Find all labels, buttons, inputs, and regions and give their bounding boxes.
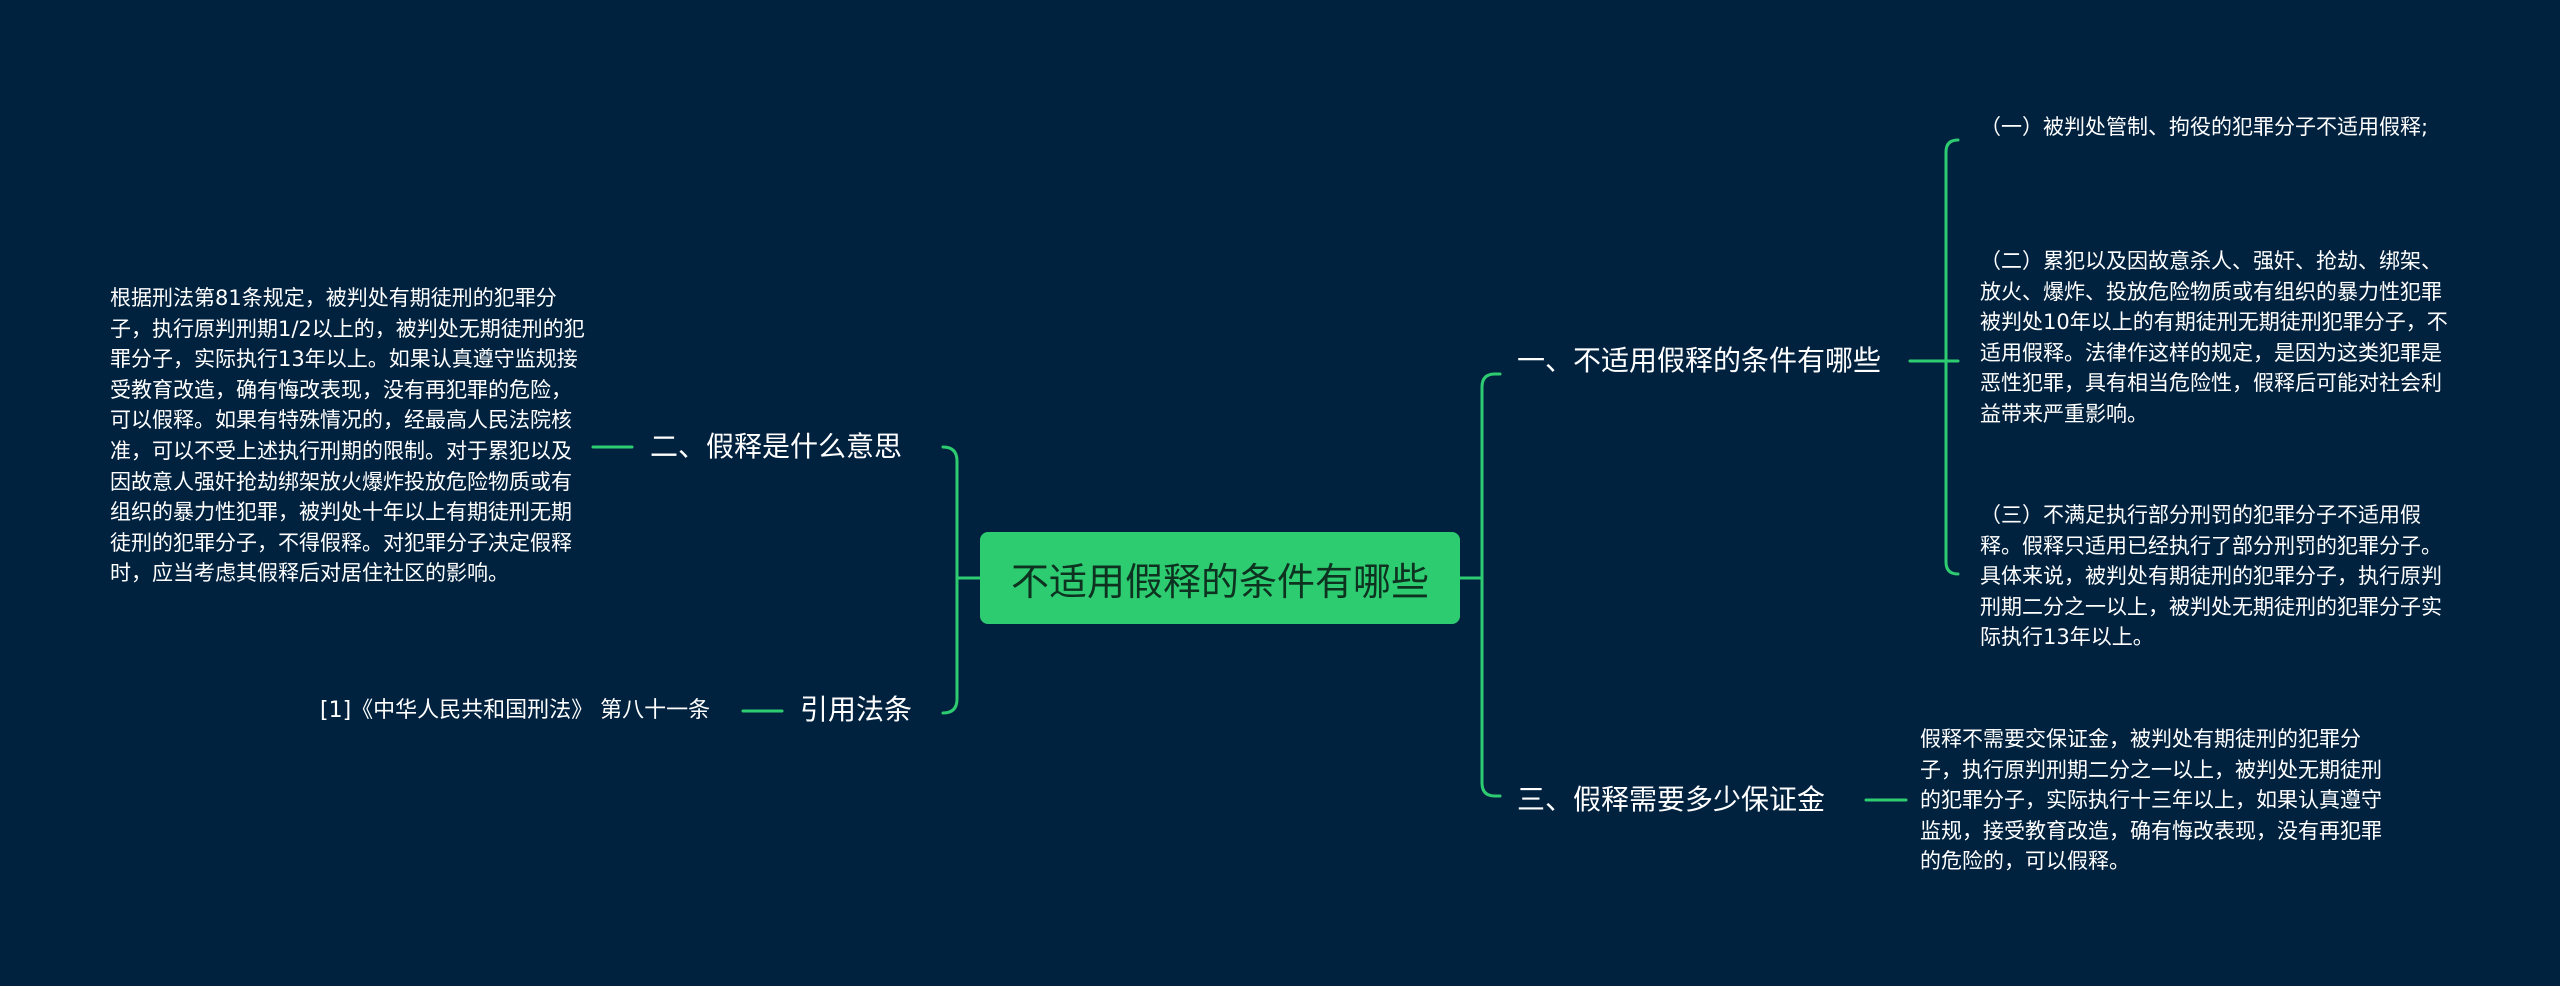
- leaf-meaning-text: 根据刑法第81条规定，被判处有期徒刑的犯罪分子，执行原判刑期1/2以上的，被判处…: [110, 286, 585, 586]
- leaf-condition-2: （二）累犯以及因故意杀人、强奸、抢劫、绑架、放火、爆炸、投放危险物质或有组织的暴…: [1980, 246, 2450, 430]
- root-topic-label: 不适用假释的条件有哪些: [1010, 559, 1429, 604]
- branch-law-reference-label: 引用法条: [800, 693, 913, 726]
- leaf-condition-3: （三）不满足执行部分刑罚的犯罪分子不适用假释。假释只适用已经执行了部分刑罚的犯罪…: [1980, 500, 2450, 653]
- branch-conditions[interactable]: 一、不适用假释的条件有哪些: [1517, 343, 1881, 379]
- branch-meaning[interactable]: 二、假释是什么意思: [650, 429, 902, 465]
- leaf-meaning: 根据刑法第81条规定，被判处有期徒刑的犯罪分子，执行原判刑期1/2以上的，被判处…: [110, 283, 586, 589]
- root-topic[interactable]: 不适用假释的条件有哪些: [980, 532, 1460, 624]
- branch-bail-label: 三、假释需要多少保证金: [1517, 783, 1826, 816]
- leaf-condition-1-text: （一）被判处管制、拘役的犯罪分子不适用假释;: [1980, 115, 2429, 139]
- leaf-condition-3-text: （三）不满足执行部分刑罚的犯罪分子不适用假释。假释只适用已经执行了部分刑罚的犯罪…: [1980, 503, 2442, 650]
- branch-law-reference[interactable]: 引用法条: [800, 692, 912, 728]
- branch-conditions-label: 一、不适用假释的条件有哪些: [1517, 344, 1882, 377]
- branch-meaning-label: 二、假释是什么意思: [650, 430, 903, 463]
- connector-right-trunk: [1480, 372, 1497, 798]
- connector-left-trunk: [941, 445, 959, 715]
- leaf-condition-1: （一）被判处管制、拘役的犯罪分子不适用假释;: [1980, 112, 2450, 143]
- connector-b1-trunk: [1944, 138, 1960, 576]
- leaf-law-reference-text: [1]《中华人民共和国刑法》 第八十一条: [320, 698, 711, 723]
- branch-bail[interactable]: 三、假释需要多少保证金: [1517, 782, 1825, 818]
- leaf-bail-text: 假释不需要交保证金，被判处有期徒刑的犯罪分子，执行原判刑期二分之一以上，被判处无…: [1920, 727, 2382, 874]
- leaf-bail: 假释不需要交保证金，被判处有期徒刑的犯罪分子，执行原判刑期二分之一以上，被判处无…: [1920, 724, 2396, 877]
- leaf-law-reference[interactable]: [1]《中华人民共和国刑法》 第八十一条: [320, 696, 710, 726]
- leaf-condition-2-text: （二）累犯以及因故意杀人、强奸、抢劫、绑架、放火、爆炸、投放危险物质或有组织的暴…: [1980, 249, 2448, 426]
